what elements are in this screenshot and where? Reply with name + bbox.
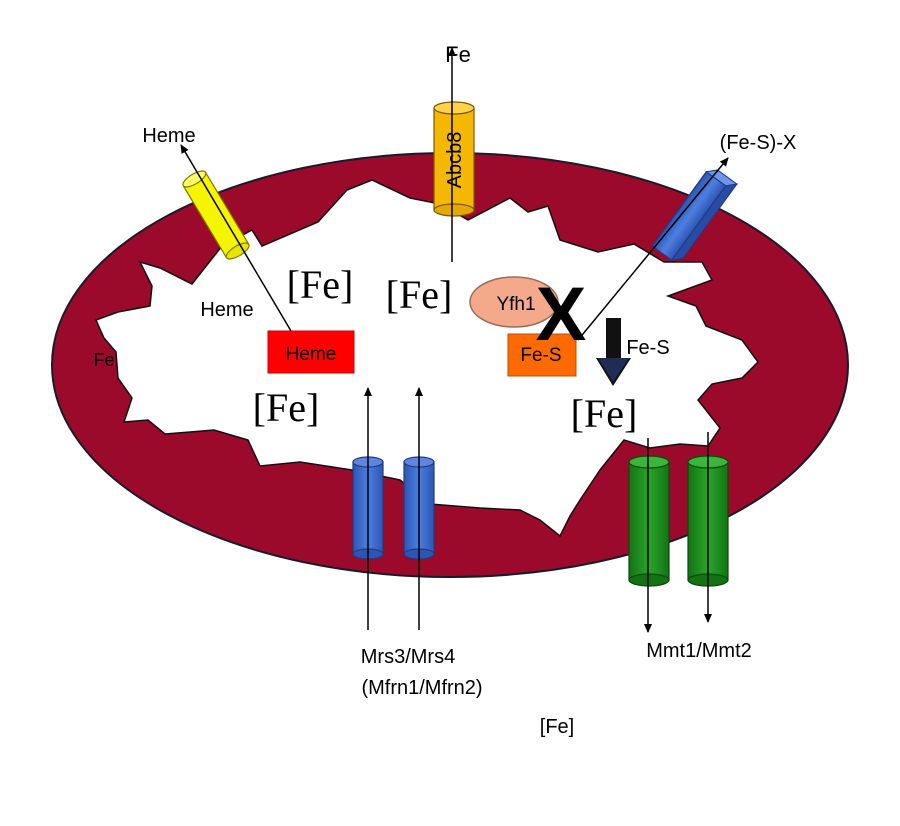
fes-exporter-channel	[651, 169, 739, 262]
mmt-label: Mmt1/Mmt2	[646, 640, 752, 662]
fes-box	[507, 333, 577, 377]
fe-outer-left-label: Fe	[93, 350, 114, 370]
matrix-region	[94, 179, 759, 538]
heme-exporter-channel	[182, 170, 250, 260]
heme-top-label: Heme	[142, 125, 195, 147]
mrs-label-line2: (Mfrn1/Mfrn2)	[361, 677, 482, 699]
fe-pool-1: [Fe]	[287, 262, 354, 307]
fes-box-label: Fe-S	[520, 345, 561, 366]
heme-box	[267, 330, 355, 374]
yfh1-protein	[469, 276, 559, 328]
mmt1-channel	[628, 455, 670, 587]
yfh1-label: Yfh1	[496, 294, 535, 315]
abcb8-channel	[433, 101, 475, 217]
heme-box-label: Heme	[286, 344, 337, 365]
fes-export-arrow	[577, 157, 729, 341]
fe-outside-label: [Fe]	[540, 716, 574, 738]
fes-arrow-label: Fe-S	[626, 337, 669, 359]
fes-down-arrow	[596, 318, 631, 386]
heme-export-arrow	[180, 144, 292, 332]
mrs-label-line1: Mrs3/Mrs4	[361, 646, 455, 668]
fe-pool-2: [Fe]	[386, 272, 453, 317]
inhibition-cross: X	[536, 272, 587, 357]
heme-inner-label: Heme	[200, 299, 253, 321]
fe-pool-4: [Fe]	[571, 391, 638, 436]
fes-x-label: (Fe-S)-X	[720, 132, 797, 154]
fe-pool-3: [Fe]	[253, 385, 320, 430]
abcb8-label: Abcb8	[444, 132, 466, 189]
fe-top-label: Fe	[445, 42, 471, 67]
